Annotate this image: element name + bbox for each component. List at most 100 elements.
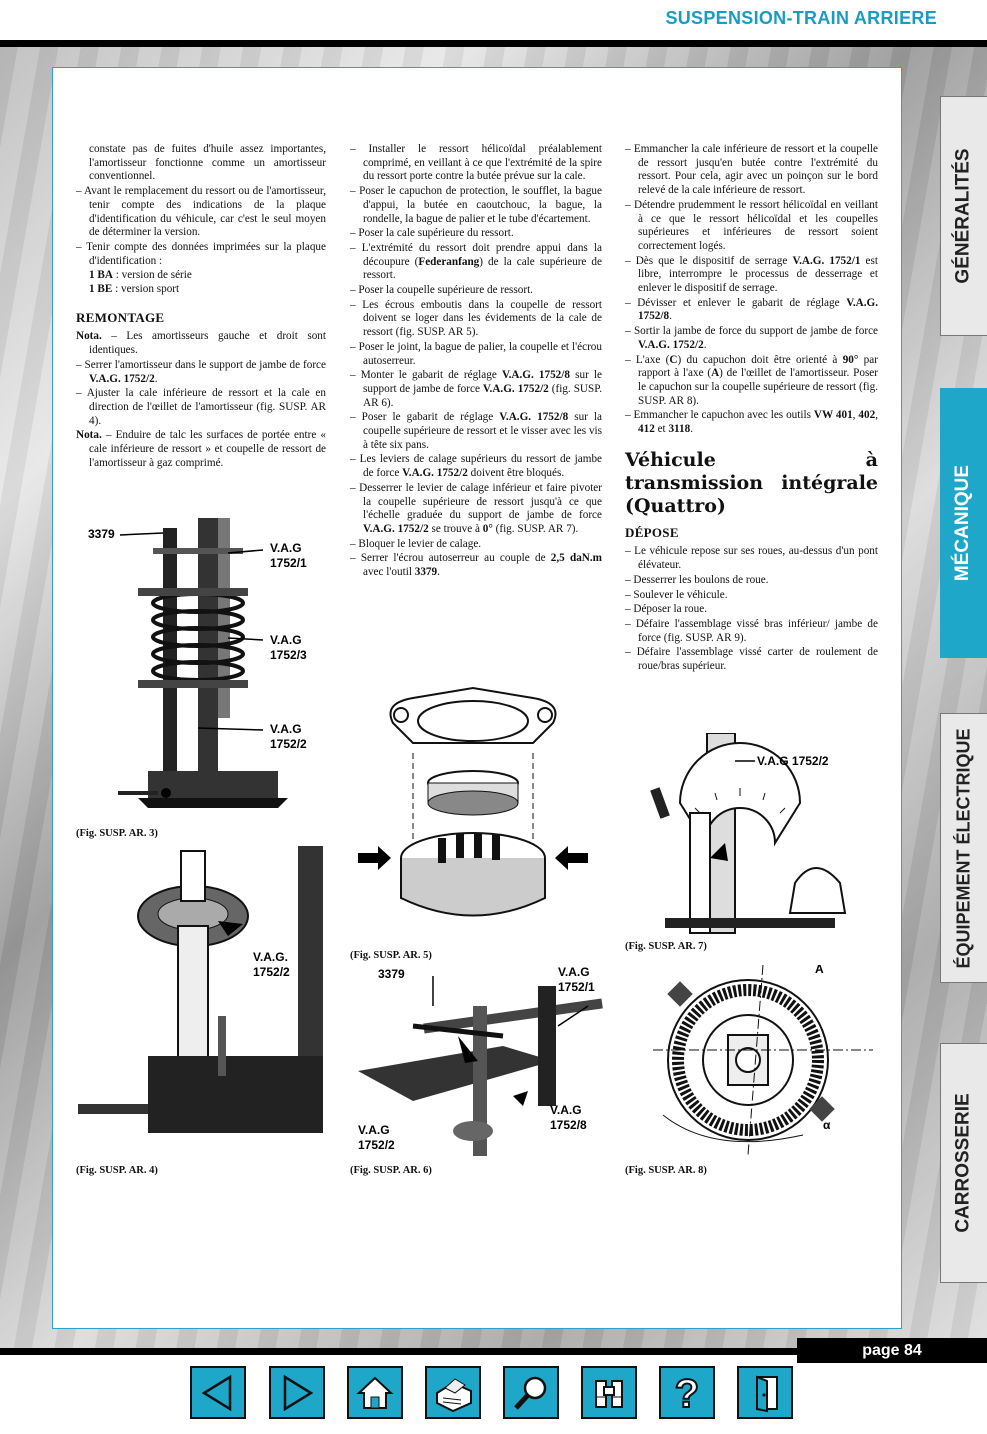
text: ) du capuchon doit être orienté à — [677, 353, 843, 366]
note: Nota. – Les amortisseurs gauche et droit… — [76, 330, 326, 357]
tab-label: ÉQUIPEMENT ÉLECTRIQUE — [953, 727, 974, 969]
text: ) de la cale supérieure de ressort. — [363, 255, 602, 282]
tab-label: GÉNÉRALITÉS — [953, 148, 974, 284]
section-heading: DÉPOSE — [625, 524, 679, 540]
figure-caption: (Fig. SUSP. AR. 7) — [625, 941, 707, 952]
paragraph: – Poser la cale supérieure du ressort. — [350, 227, 514, 240]
label-3379: 3379 — [378, 967, 405, 981]
text: avec l'outil — [363, 566, 415, 579]
label-1752-1: 1752/1 — [270, 556, 307, 570]
label-1752-3: 1752/3 — [270, 648, 307, 662]
text: . — [154, 372, 158, 385]
figure-caption: (Fig. SUSP. AR. 5) — [350, 950, 432, 961]
note: Nota. – Enduire de talc les surfaces de … — [76, 429, 326, 470]
tool-ref: 412 — [638, 423, 655, 436]
home-button[interactable] — [347, 1366, 403, 1419]
paragraph: – Ajuster la cale inférieure de ressort … — [76, 387, 326, 427]
note-label: Nota. — [76, 429, 102, 442]
search-button[interactable] — [503, 1366, 559, 1419]
label-vag: V.A.G. — [253, 950, 288, 964]
paragraph: – Monter le gabarit de réglage V.A.G. 17… — [350, 369, 602, 410]
paragraph: – Poser la coupelle supérieure de ressor… — [350, 284, 533, 297]
tab-carrosserie[interactable]: CARROSSERIE — [940, 1043, 987, 1283]
tool-ref: V.A.G. 1752/8 — [638, 296, 878, 323]
label-vag-1752-2: V.A.G 1752/2 — [757, 754, 829, 768]
label-alpha: α — [823, 1118, 831, 1132]
section-heading-large: Véhicule à transmission intégrale (Quatt… — [625, 448, 878, 517]
paragraph: – Les leviers de calage supérieurs du re… — [350, 453, 602, 480]
paragraph: – Soulever le véhicule. — [625, 588, 728, 601]
previous-page-button[interactable] — [190, 1366, 246, 1419]
text: se trouve à — [428, 522, 483, 535]
paragraph: – Serrer l'écrou autoserreur au couple d… — [350, 552, 602, 579]
text: – Serrer l'écrou autoserreur au couple d… — [350, 552, 551, 565]
paragraph: – Défaire l'assemblage vissé bras inféri… — [625, 617, 878, 644]
magnifier-icon — [514, 1376, 547, 1410]
label-vag: V.A.G — [270, 722, 302, 736]
print-button[interactable] — [425, 1366, 481, 1419]
paragraph: – Poser le joint, la bague de palier, la… — [350, 340, 602, 367]
find-button[interactable] — [581, 1366, 637, 1419]
triangle-left-icon — [201, 1374, 232, 1411]
question-mark-icon: ? — [674, 1371, 700, 1415]
label-3379: 3379 — [88, 527, 115, 541]
text: ) de l'œillet de l'amortisseur. Poser le… — [638, 367, 878, 407]
triangle-right-icon — [283, 1374, 314, 1411]
paragraph: – Installer le ressort hélicoïdal préala… — [350, 143, 602, 183]
paragraph: – Desserrer le levier de calage inférieu… — [350, 482, 602, 537]
paragraph: – Détendre prudemment le ressort hélicoï… — [625, 198, 878, 252]
label-a: A — [815, 965, 824, 976]
text: . — [437, 566, 440, 579]
content-panel: constate pas de fuites d'huile assez imp… — [52, 67, 902, 1329]
torque: 2,5 daN.m — [550, 552, 602, 565]
figure-caption: (Fig. SUSP. AR. 4) — [76, 1165, 158, 1176]
text: – Monter le gabarit de réglage — [350, 369, 502, 382]
tab-generalites[interactable]: GÉNÉRALITÉS — [940, 96, 987, 336]
figure-caption: (Fig. SUSP. AR. 6) — [350, 1165, 432, 1176]
text: . — [669, 310, 672, 323]
angle: 90° — [842, 353, 859, 366]
tool-ref: VW 401 — [813, 409, 853, 422]
text-column-1: constate pas de fuites d'huile assez imp… — [76, 143, 326, 471]
version-line: 1 BA : version de série — [76, 269, 326, 283]
text: – Poser le gabarit de réglage — [350, 411, 500, 424]
tab-mecanique[interactable]: MÉCANIQUE — [940, 388, 987, 658]
text: par rapport à l'axe ( — [638, 353, 878, 380]
text: et — [654, 423, 669, 436]
paragraph: – Les écrous emboutis dans la coupelle d… — [350, 298, 602, 339]
paragraph: – L'axe (C) du capuchon doit être orient… — [625, 354, 878, 409]
paragraph: – Dévisser et enlever le gabarit de régl… — [625, 297, 878, 324]
next-page-button[interactable] — [269, 1366, 325, 1419]
paragraph: – Poser le gabarit de réglage V.A.G. 175… — [350, 411, 602, 452]
tool-ref: V.A.G. 1752/1 — [792, 254, 861, 267]
tool-ref: V.A.G. 1752/2 — [638, 338, 704, 351]
top-bar — [0, 40, 987, 47]
tool-ref: V.A.G. 1752/8 — [501, 369, 570, 382]
tab-equipement-electrique[interactable]: ÉQUIPEMENT ÉLECTRIQUE — [940, 713, 987, 983]
page-number: page 84 — [797, 1338, 987, 1363]
help-button[interactable]: ? — [659, 1366, 715, 1419]
bottom-bar — [0, 1348, 987, 1355]
note-text: – Les amortisseurs gauche et droit sont … — [89, 330, 326, 357]
axis-ref: C — [669, 353, 678, 366]
printer-icon — [436, 1377, 472, 1412]
label-1752-2: 1752/2 — [270, 737, 307, 751]
label-vag: V.A.G — [558, 966, 590, 979]
text: (fig. SUSP. AR 6). — [363, 382, 602, 409]
text: sur le support de jambe de force — [363, 369, 603, 395]
figure-susp-ar-5 — [358, 686, 588, 917]
figure-susp-ar-6: 3379 V.A.G 1752/1 V.A.G 1752/8 V.A.G 175… — [358, 966, 603, 1156]
exit-button[interactable] — [737, 1366, 793, 1419]
text: , — [852, 409, 859, 422]
section-heading: REMONTAGE — [76, 309, 165, 325]
paragraph: – L'extrémité du ressort doit prendre ap… — [350, 242, 602, 283]
paragraph: – Serrer l'amortisseur dans le support d… — [76, 359, 326, 386]
text: , — [875, 409, 878, 422]
paragraph: – Desserrer les boulons de roue. — [625, 573, 769, 586]
paragraph: – Défaire l'assemblage vissé carter de r… — [625, 646, 878, 673]
figure-susp-ar-4: V.A.G. 1752/2 — [78, 846, 323, 1133]
figure-susp-ar-3: 3379 V.A.G 1752/1 V.A.G 1752/3 V.A.G 175… — [88, 518, 307, 808]
paragraph: – Déposer la roue. — [625, 603, 708, 616]
svg-text:?: ? — [675, 1372, 699, 1415]
note-text: – Enduire de talc les surfaces de portée… — [89, 429, 326, 469]
